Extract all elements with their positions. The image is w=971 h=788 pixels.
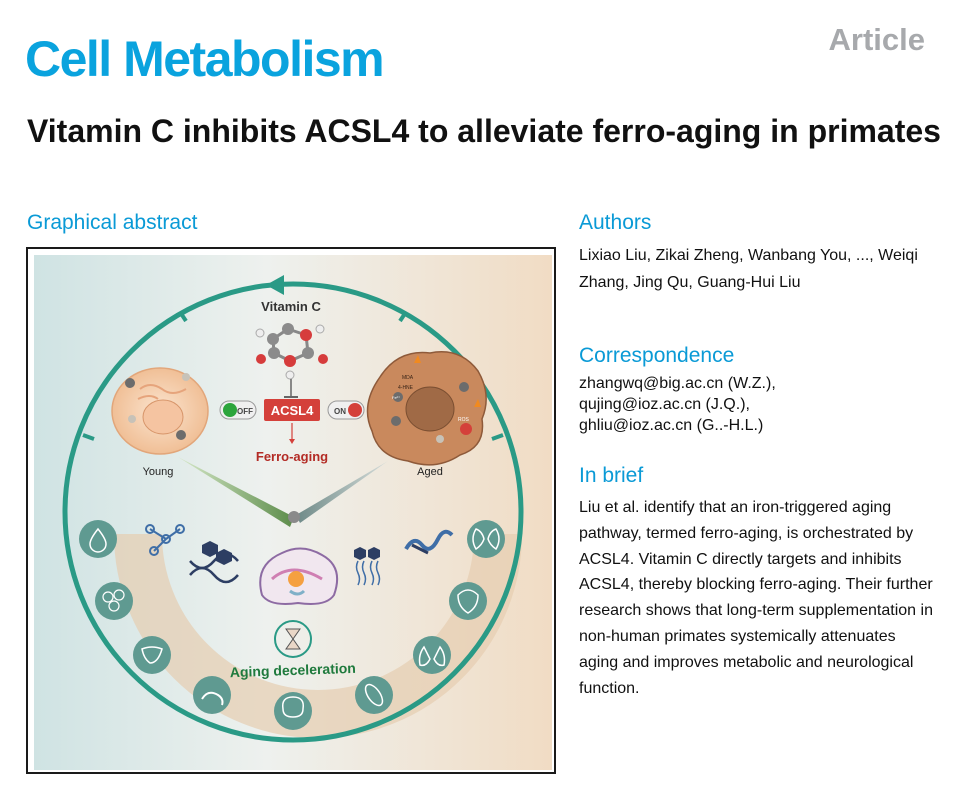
clock-center [288,511,300,523]
clock-hand-right [296,461,388,523]
cell-cluster-icon [95,582,133,620]
off-switch: OFF [219,400,257,420]
organ-brain-icon [274,692,312,730]
organ-kidney-icon [467,520,505,558]
lipid-chain-icon [354,547,381,586]
on-switch: ON [327,400,365,420]
organ-lung-icon [413,636,451,674]
graphical-abstract-svg: Vitamin C ACSL4 [34,255,552,770]
correspondence-list: zhangwq@big.ac.cn (W.Z.), qujing@ioz.ac.… [579,373,949,436]
article-type-label: Article [828,22,925,57]
blood-drop-icon [79,520,117,558]
ferro-aging-label: Ferro-aging [256,449,328,464]
on-label: ON [334,407,346,416]
graphical-abstract-heading: Graphical abstract [27,211,198,234]
graphical-abstract-figure: Vitamin C ACSL4 [26,247,556,774]
brain-section-icon [259,547,338,605]
young-label: Young [143,466,174,478]
in-brief-text: Liu et al. identify that an iron-trigger… [579,499,933,697]
correspondence-email[interactable]: ghliu@ioz.ac.cn (G..-H.L.) [579,417,764,434]
iron-label: Fe²⁺ [392,395,400,400]
correspondence-email[interactable]: qujing@ioz.ac.cn (J.Q.), [579,396,750,413]
hourglass-icon [274,620,312,658]
journal-name: Cell Metabolism [25,31,385,87]
organ-muscle-icon [355,676,393,714]
correspondence-email[interactable]: zhangwq@big.ac.cn (W.Z.), [579,375,776,392]
article-title: Vitamin C inhibits ACSL4 to alleviate fe… [27,113,941,149]
aging-deceleration-label: Aging deceleration [230,660,357,680]
ring-tick [178,310,188,323]
aged-cell-icon: MDA 4-HNE ROS Fe²⁺ [366,351,487,466]
protein-ribbon-icon [404,529,454,555]
author-list: Lixiao Liu, Zikai Zheng, Wanbang You, ..… [579,247,918,291]
vitamin-c-molecule-icon [255,323,328,380]
dna-icon [189,541,239,584]
young-cell-icon [111,367,209,455]
clock-hand-left [178,457,294,527]
acsl4-box [264,399,320,421]
acsl4-label: ACSL4 [271,403,314,418]
ring-tick [82,433,95,441]
ring-arrow [266,275,284,295]
authors-heading: Authors [579,211,652,234]
correspondence-heading: Correspondence [579,344,735,367]
clock-ring [62,281,524,743]
vitamin-c-label: Vitamin C [261,299,321,314]
ring-tick [398,310,408,323]
organ-pancreas-icon [193,676,231,714]
in-brief-heading: In brief [579,464,644,487]
ring-tick [491,433,504,441]
ros-label: ROS [458,417,470,423]
organ-liver-icon [133,636,171,674]
molecule-network-icon [145,524,185,556]
hne-label: 4-HNE [398,385,414,391]
mda-label: MDA [402,375,414,381]
aged-label: Aged [417,466,443,478]
organ-heart-icon [449,582,487,620]
off-label: OFF [237,407,253,416]
